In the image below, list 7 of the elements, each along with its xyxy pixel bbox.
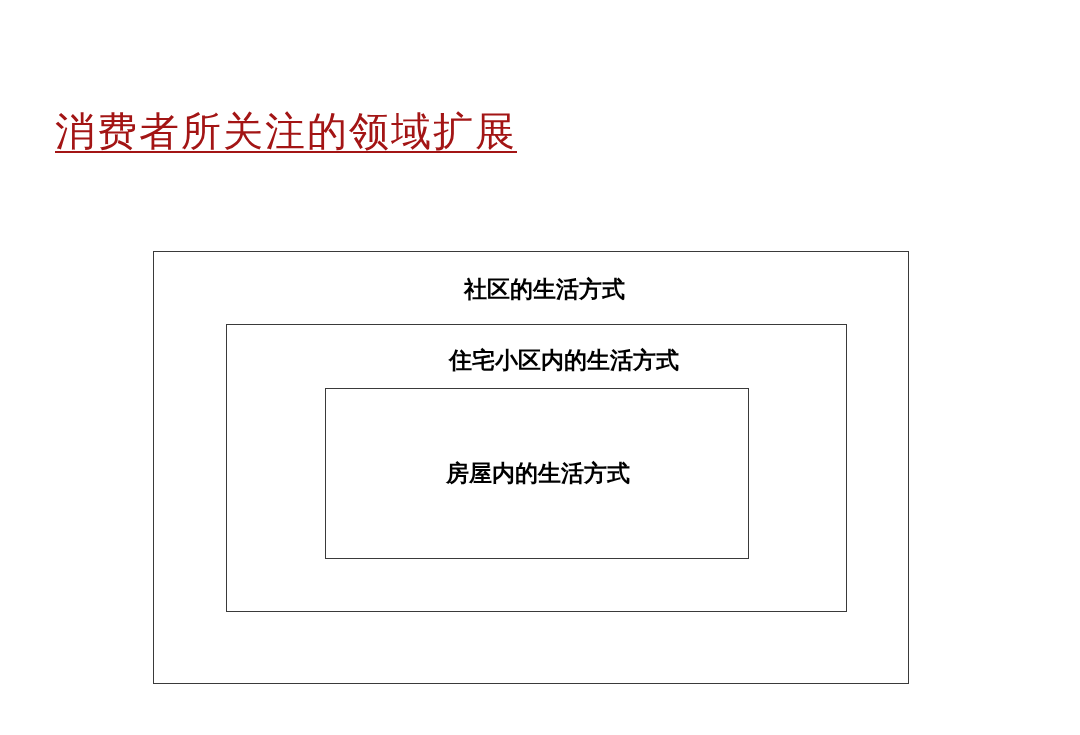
title: 消费者所关注的领域扩展	[55, 108, 517, 156]
region-box	[226, 324, 847, 612]
region-label: 房屋内的生活方式	[446, 459, 630, 487]
region-label: 社区的生活方式	[463, 275, 625, 303]
region-box	[153, 251, 909, 684]
region-label: 住宅小区内的生活方式	[449, 346, 679, 374]
region-box	[325, 388, 749, 559]
